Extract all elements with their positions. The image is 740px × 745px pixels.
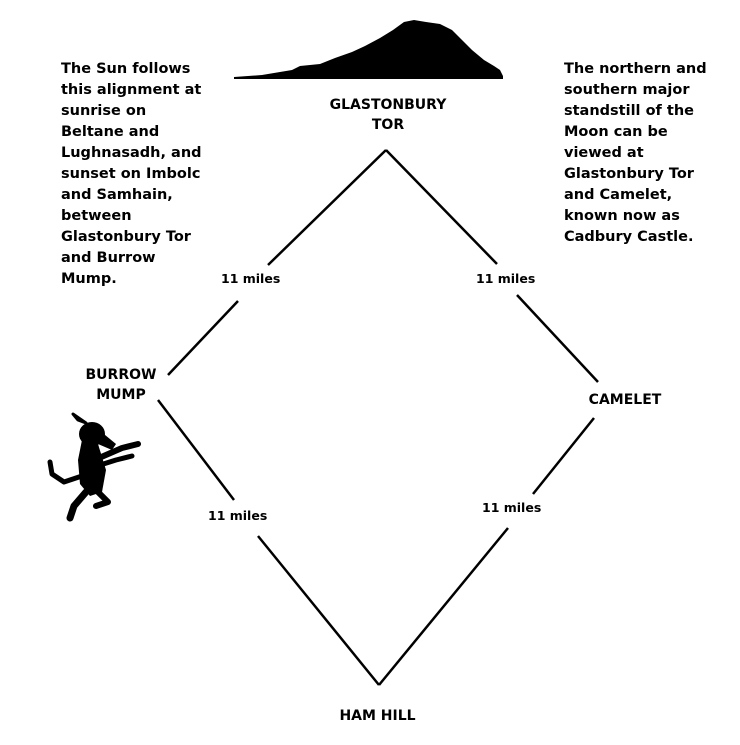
place-glastonbury-tor: GLASTONBURY TOR xyxy=(329,97,447,133)
tor-hill-silhouette-icon xyxy=(234,20,503,79)
distance-label-top-right: 11 miles xyxy=(476,271,536,286)
distance-label-bottom-right: 11 miles xyxy=(482,500,542,515)
edge-top-left-upper xyxy=(267,149,387,266)
edge-bottom-right-upper xyxy=(532,417,595,495)
place-camelet: CAMELET xyxy=(588,392,662,408)
edge-top-left-lower xyxy=(167,300,239,376)
distance-label-bottom-left: 11 miles xyxy=(208,508,268,523)
place-burrow-mump: BURROW MUMP xyxy=(85,367,157,403)
edge-bottom-left-lower xyxy=(257,535,380,686)
sun-alignment-note: The Sun follows this alignment at sunris… xyxy=(61,61,202,287)
edge-bottom-left-upper xyxy=(157,399,235,501)
edge-top-right-lower xyxy=(516,294,599,383)
dancing-dog-silhouette-icon xyxy=(47,412,141,522)
distance-label-top-left: 11 miles xyxy=(221,271,281,286)
place-ham-hill: HAM HILL xyxy=(339,708,416,724)
moon-standstill-note: The northern and southern major standsti… xyxy=(564,61,707,245)
edge-bottom-right-lower xyxy=(378,527,509,686)
edge-top-right-upper xyxy=(385,149,498,265)
